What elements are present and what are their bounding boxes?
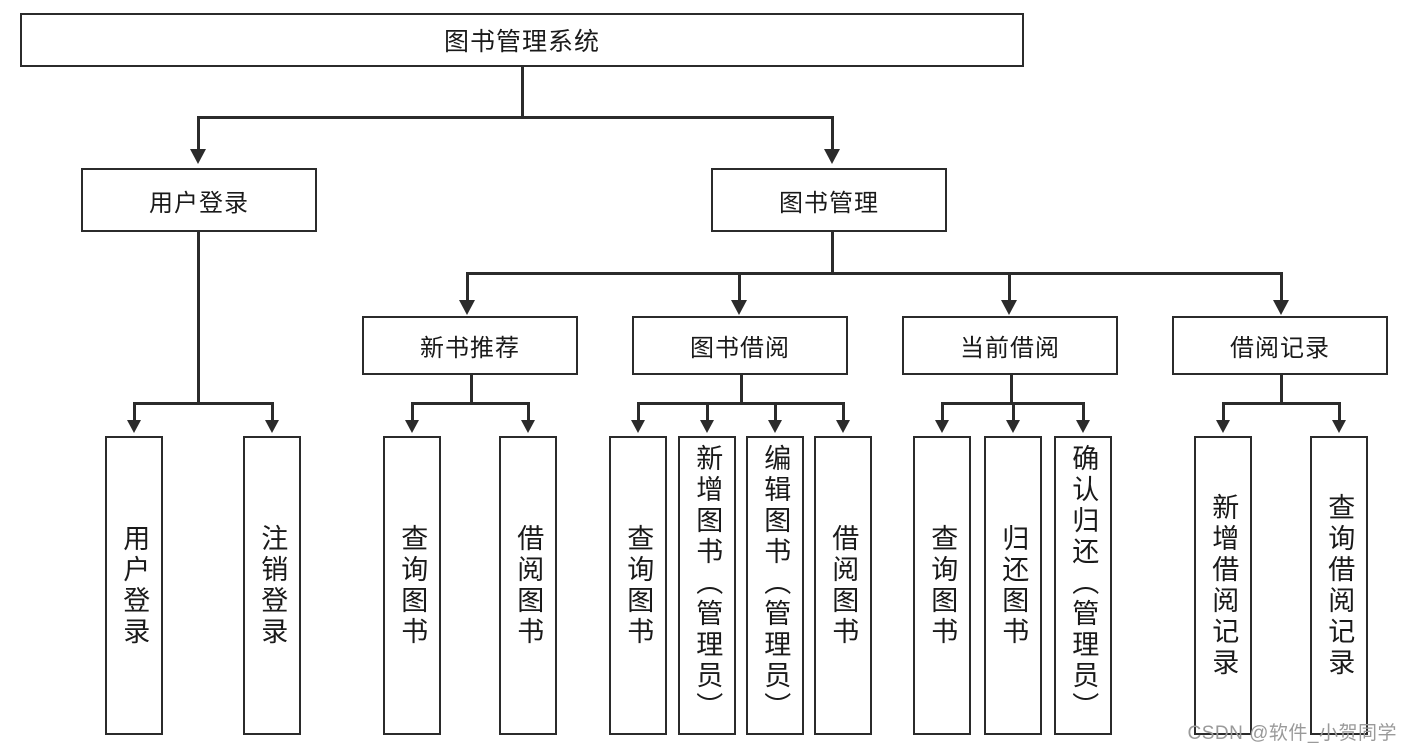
connector-user-login-stem xyxy=(197,232,200,402)
node-leaf-query-book-1[interactable]: 查询图书 xyxy=(383,436,441,735)
connector-nbr-bus xyxy=(411,402,529,405)
connector-br-stem xyxy=(1280,375,1283,402)
node-label: 借阅图书 xyxy=(513,523,544,648)
connector-br-bus xyxy=(1222,402,1340,405)
node-leaf-add-book[interactable]: 新增图书（管理员） xyxy=(678,436,736,735)
connector-cb-drop-2 xyxy=(1012,402,1015,420)
node-current-borrow[interactable]: 当前借阅 xyxy=(902,316,1118,375)
connector-bm-drop-1 xyxy=(466,272,469,300)
connector-bb-drop-2 xyxy=(706,402,709,420)
node-leaf-borrow-book-2[interactable]: 借阅图书 xyxy=(814,436,872,735)
connector-nbr-drop-2 xyxy=(527,402,530,420)
connector-bm-drop-2 xyxy=(738,272,741,300)
connector-bb-drop-4 xyxy=(842,402,845,420)
node-leaf-user-logout[interactable]: 注销登录 xyxy=(243,436,301,735)
arrowhead-leaf-user-logout xyxy=(265,420,279,433)
node-label: 编辑图书（管理员） xyxy=(760,444,791,723)
node-leaf-query-record[interactable]: 查询借阅记录 xyxy=(1310,436,1368,735)
node-label: 归还图书 xyxy=(998,523,1029,648)
node-root-system[interactable]: 图书管理系统 xyxy=(20,13,1024,67)
connector-br-drop-2 xyxy=(1338,402,1341,420)
node-label: 图书管理 xyxy=(779,189,879,217)
node-label: 图书管理系统 xyxy=(443,28,600,56)
node-borrow-record[interactable]: 借阅记录 xyxy=(1172,316,1388,375)
node-new-book-recommend[interactable]: 新书推荐 xyxy=(362,316,578,375)
connector-bb-stem xyxy=(740,375,743,402)
arrowhead-leaf-return-book xyxy=(1006,420,1020,433)
arrowhead-leaf-query-book-3 xyxy=(935,420,949,433)
connector-nbr-drop-1 xyxy=(411,402,414,420)
arrowhead-leaf-borrow-book-2 xyxy=(836,420,850,433)
connector-user-login-drop-1 xyxy=(133,402,136,420)
connector-bb-drop-1 xyxy=(637,402,640,420)
node-leaf-query-book-2[interactable]: 查询图书 xyxy=(609,436,667,735)
arrowhead-book-borrow xyxy=(731,300,747,315)
connector-to-book-manage xyxy=(831,116,834,149)
node-label: 新增借阅记录 xyxy=(1208,492,1239,679)
node-label: 借阅记录 xyxy=(1230,335,1330,362)
connector-user-login-bus xyxy=(133,402,273,405)
node-label: 查询借阅记录 xyxy=(1324,492,1355,679)
connector-cb-drop-3 xyxy=(1082,402,1085,420)
node-label: 用户登录 xyxy=(149,189,249,217)
connector-cb-stem xyxy=(1010,375,1013,402)
arrowhead-leaf-add-record xyxy=(1216,420,1230,433)
node-label: 查询图书 xyxy=(397,523,428,648)
connector-user-login-drop-2 xyxy=(271,402,274,420)
arrowhead-leaf-edit-book xyxy=(768,420,782,433)
node-leaf-return-book[interactable]: 归还图书 xyxy=(984,436,1042,735)
arrowhead-new-book-recommend xyxy=(459,300,475,315)
node-leaf-confirm-return[interactable]: 确认归还（管理员） xyxy=(1054,436,1112,735)
node-label: 查询图书 xyxy=(623,523,654,648)
node-leaf-edit-book[interactable]: 编辑图书（管理员） xyxy=(746,436,804,735)
connector-root-bus xyxy=(197,116,834,119)
arrowhead-leaf-query-record xyxy=(1332,420,1346,433)
arrowhead-user-login xyxy=(190,149,206,164)
node-leaf-query-book-3[interactable]: 查询图书 xyxy=(913,436,971,735)
node-leaf-user-login[interactable]: 用户登录 xyxy=(105,436,163,735)
connector-bm-drop-4 xyxy=(1280,272,1283,300)
arrowhead-leaf-add-book xyxy=(700,420,714,433)
node-label: 新增图书（管理员） xyxy=(692,444,723,723)
node-label: 图书借阅 xyxy=(690,335,790,362)
watermark-text: CSDN @软件_小贺同学 xyxy=(1187,723,1397,744)
arrowhead-book-manage xyxy=(824,149,840,164)
node-book-borrow[interactable]: 图书借阅 xyxy=(632,316,848,375)
arrowhead-leaf-query-book-1 xyxy=(405,420,419,433)
node-leaf-borrow-book-1[interactable]: 借阅图书 xyxy=(499,436,557,735)
node-leaf-add-record[interactable]: 新增借阅记录 xyxy=(1194,436,1252,735)
connector-nbr-stem xyxy=(470,375,473,402)
arrowhead-leaf-query-book-2 xyxy=(631,420,645,433)
node-label: 查询图书 xyxy=(927,523,958,648)
arrowhead-leaf-borrow-book-1 xyxy=(521,420,535,433)
node-label: 借阅图书 xyxy=(828,523,859,648)
connector-br-drop-1 xyxy=(1222,402,1225,420)
arrowhead-leaf-user-login xyxy=(127,420,141,433)
node-label: 注销登录 xyxy=(257,523,288,648)
node-user-login[interactable]: 用户登录 xyxy=(81,168,317,232)
connector-bb-bus xyxy=(637,402,844,405)
node-label: 确认归还（管理员） xyxy=(1068,444,1099,723)
node-book-manage[interactable]: 图书管理 xyxy=(711,168,947,232)
node-label: 新书推荐 xyxy=(420,335,520,362)
connector-book-manage-stem xyxy=(831,232,834,272)
arrowhead-current-borrow xyxy=(1001,300,1017,315)
connector-root-stem xyxy=(521,67,524,116)
arrowhead-borrow-record xyxy=(1273,300,1289,315)
node-label: 当前借阅 xyxy=(960,335,1060,362)
connector-bb-drop-3 xyxy=(774,402,777,420)
connector-cb-drop-1 xyxy=(941,402,944,420)
connector-to-user-login xyxy=(197,116,200,149)
arrowhead-leaf-confirm-return xyxy=(1076,420,1090,433)
connector-bm-drop-3 xyxy=(1008,272,1011,300)
connector-book-manage-bus xyxy=(466,272,1280,275)
node-label: 用户登录 xyxy=(119,523,150,648)
